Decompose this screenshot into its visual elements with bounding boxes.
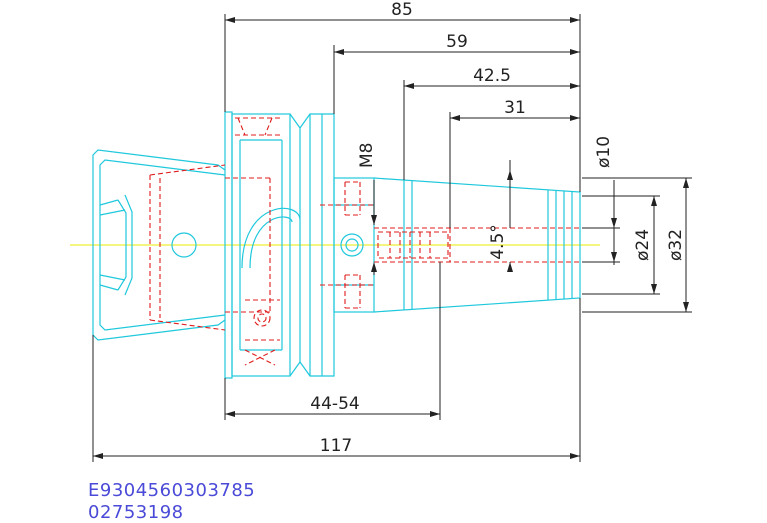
dimension-lines — [92, 14, 692, 462]
dim-dia32: ø32 — [666, 229, 686, 261]
hidden-lines — [149, 117, 580, 366]
dim-117: 117 — [320, 436, 352, 456]
dim-dia24: ø24 — [633, 229, 653, 261]
holder-outline — [92, 111, 581, 379]
dim-31: 31 — [504, 98, 526, 118]
dim-42-5: 42.5 — [473, 66, 511, 86]
part-code: E9304560303785 — [88, 480, 256, 501]
part-number: 02753198 — [88, 502, 184, 523]
dim-dia10: ø10 — [594, 136, 614, 168]
arrowheads — [93, 17, 689, 459]
dim-59: 59 — [446, 32, 468, 52]
dim-44-54: 44-54 — [310, 394, 359, 414]
dim-85: 85 — [391, 0, 413, 20]
dim-m8: M8 — [357, 143, 377, 168]
dim-angle: 4.5° — [488, 224, 508, 260]
